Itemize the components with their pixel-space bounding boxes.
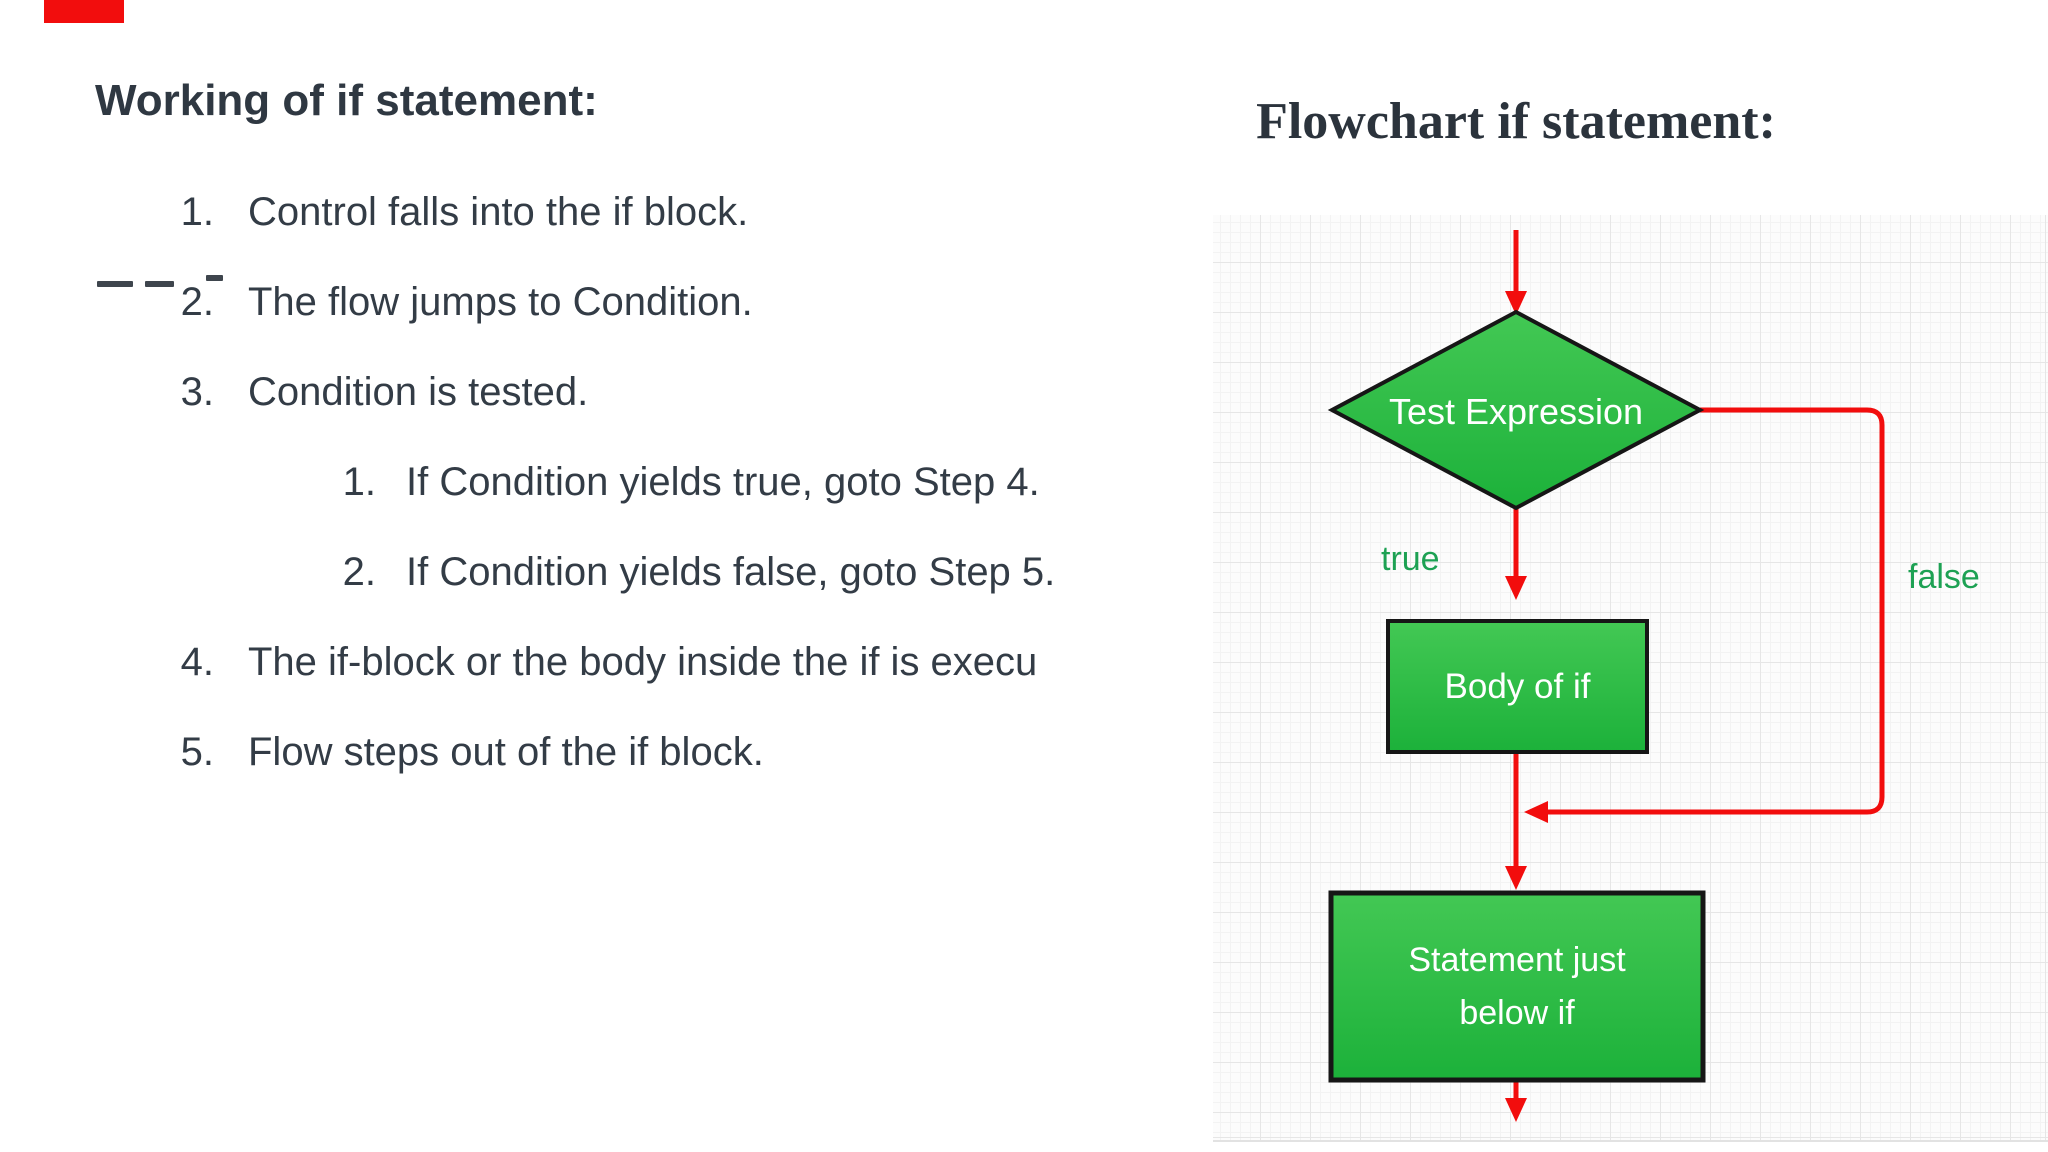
list-item: 1. Control falls into the if block.: [168, 167, 749, 257]
list-item: 2. The flow jumps to Condition.: [168, 257, 753, 347]
list-item-text: Condition is tested.: [248, 369, 589, 414]
body-box-label: Body of if: [1444, 666, 1591, 706]
list-subitem: 2. If Condition yields false, goto Step …: [330, 527, 1056, 617]
true-arrow: [1505, 508, 1527, 600]
flowchart-title: Flowchart if statement:: [1256, 93, 1776, 150]
decision-label: Test Expression: [1388, 391, 1644, 432]
list-item-text: If Condition yields false, goto Step 5.: [406, 549, 1056, 594]
list-item-text: Flow steps out of the if block.: [248, 729, 764, 774]
list-item-text: The flow jumps to Condition.: [248, 279, 753, 324]
list-item-number: 5.: [180, 729, 214, 774]
dash-artifact: [145, 281, 174, 287]
list-item-number: 4.: [180, 639, 214, 684]
statement-box-label-line2: below if: [1459, 993, 1575, 1032]
list-item-number: 2.: [180, 279, 214, 324]
false-branch-label: false: [1908, 558, 1980, 596]
dash-artifact: [206, 275, 223, 281]
list-item-number: 3.: [180, 369, 214, 414]
dash-artifact: [97, 281, 133, 287]
exit-arrow: [1505, 1080, 1527, 1122]
statement-box: [1328, 890, 1706, 1083]
false-branch-line: [1524, 407, 1885, 823]
page-title: Working of if statement:: [95, 76, 598, 125]
merge-arrow: [1505, 752, 1527, 890]
list-item-number: 2.: [342, 549, 376, 594]
flowchart-graphic: [1327, 230, 1885, 1122]
list-item: 4. The if-block or the body inside the i…: [168, 617, 1038, 707]
list-item-number: 1.: [342, 459, 376, 504]
decision-diamond: [1327, 309, 1705, 511]
list-item-text: Control falls into the if block.: [248, 189, 749, 234]
list-item: 3. Condition is tested.: [168, 347, 589, 437]
entry-arrow: [1505, 230, 1527, 315]
list-item: 5. Flow steps out of the if block.: [168, 707, 764, 797]
flowchart-panel: Test Expression Body of if Statement jus…: [1213, 215, 2048, 1142]
statement-box-label-line1: Statement just: [1408, 940, 1626, 979]
true-branch-label: true: [1381, 540, 1440, 578]
list-item-text: The if-block or the body inside the if i…: [248, 639, 1038, 684]
red-marker-artifact: [44, 0, 124, 23]
body-box: [1386, 619, 1649, 754]
statement-box-label: Statement just below if: [1331, 893, 1703, 1080]
list-subitem: 1. If Condition yields true, goto Step 4…: [330, 437, 1040, 527]
list-item-text: If Condition yields true, goto Step 4.: [406, 459, 1040, 504]
list-item-number: 1.: [180, 189, 214, 234]
